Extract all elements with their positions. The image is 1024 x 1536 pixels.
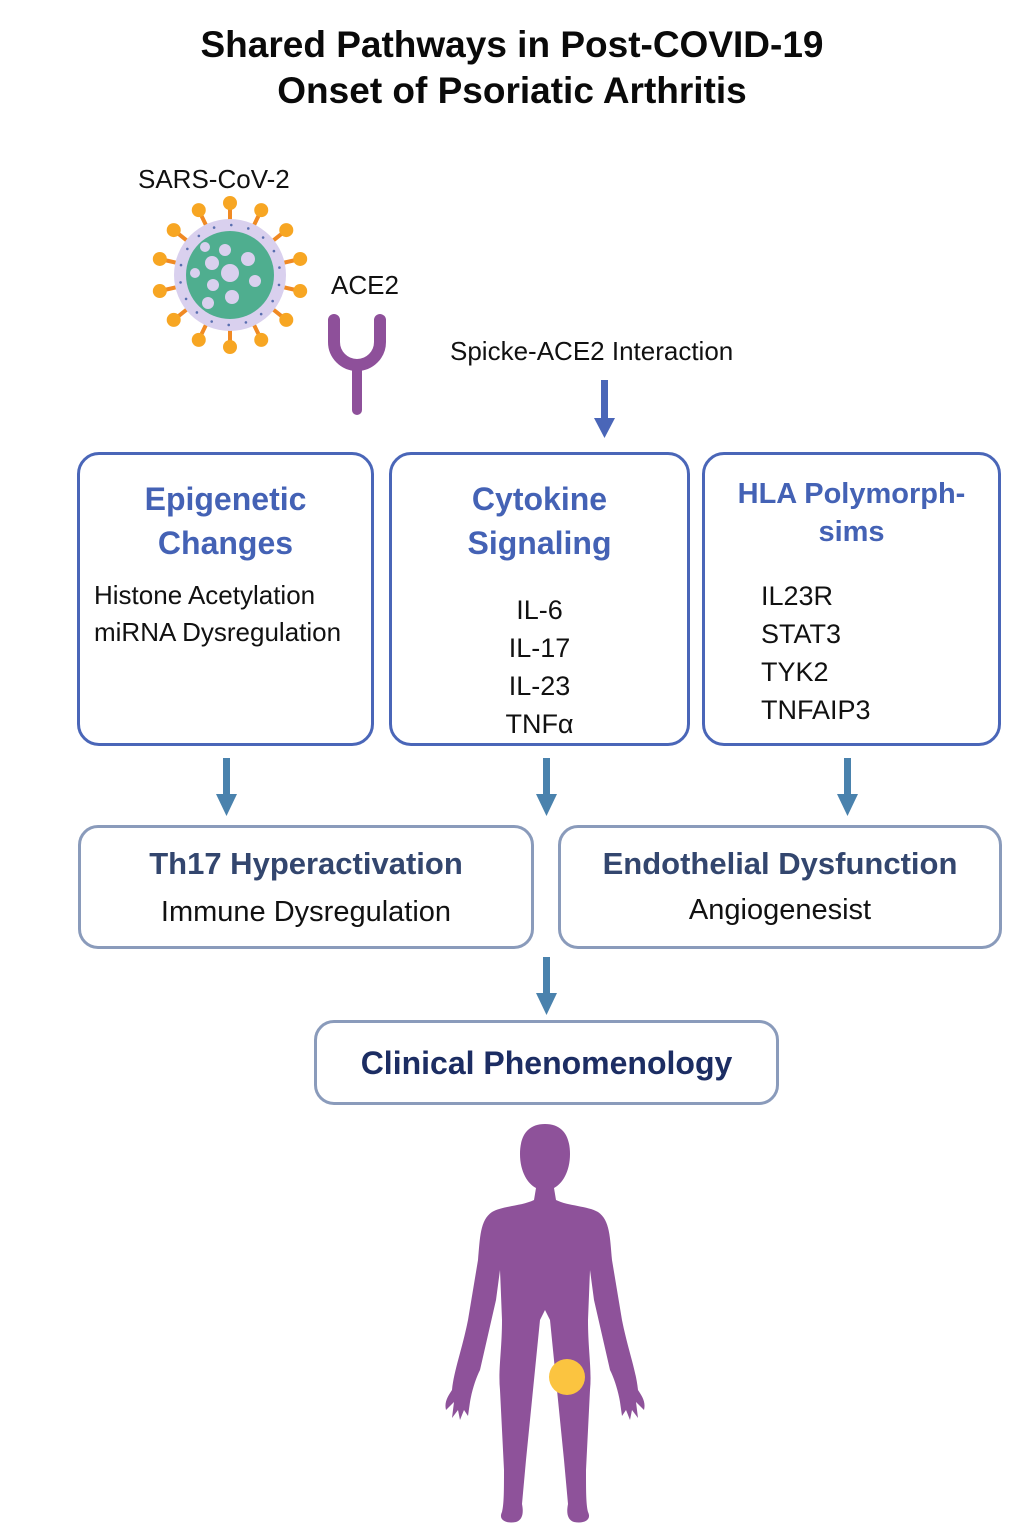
title-line-2: Onset of Psoriatic Arthritis xyxy=(277,70,747,111)
mechanism-box-hla: HLA Polymorph- sims IL23R STAT3 TYK2 TNF… xyxy=(702,452,1001,746)
clinical-phenomenology-box: Clinical Phenomenology xyxy=(314,1020,779,1105)
mechanism-items: IL23R STAT3 TYK2 TNFAIP3 xyxy=(705,577,998,729)
spike-head xyxy=(223,340,237,354)
title-line: Cytokine xyxy=(471,481,608,517)
human-body-icon xyxy=(445,1124,645,1523)
envelope-dot xyxy=(197,234,201,238)
envelope-dot xyxy=(227,323,231,327)
spike-head xyxy=(279,312,294,327)
envelope-dot xyxy=(277,283,281,287)
outcome-title: Th17 Hyperactivation xyxy=(149,846,463,881)
arrow-interaction-to-cytokine xyxy=(594,380,615,438)
mechanism-item: IL-6 xyxy=(516,595,563,625)
mechanism-item: IL23R xyxy=(761,581,834,611)
spike-head xyxy=(293,284,308,299)
arrow-cytokine-down xyxy=(536,758,557,816)
outcome-subtitle: Immune Dysregulation xyxy=(160,896,452,928)
spike-head xyxy=(166,223,181,238)
spike-head xyxy=(279,223,294,238)
spike-head xyxy=(293,251,308,266)
mechanism-item: TNFα xyxy=(505,709,574,739)
title-line: Changes xyxy=(157,525,294,561)
mechanism-item: IL-17 xyxy=(508,633,571,663)
envelope-dot xyxy=(212,226,216,229)
mechanism-item: TNFAIP3 xyxy=(761,695,871,725)
envelope-dot xyxy=(244,321,248,324)
mechanism-box-epigenetic: Epigenetic Changes Histone Acetylation m… xyxy=(77,452,374,746)
mechanism-title: Cytokine Signaling xyxy=(392,477,687,565)
title-line: Epigenetic xyxy=(144,481,307,517)
spike-head xyxy=(166,312,181,327)
mechanism-box-cytokine: Cytokine Signaling IL-6 IL-17 IL-23 TNFα xyxy=(389,452,690,746)
envelope-dot xyxy=(179,281,182,284)
outcome-box-endothelial: Endothelial Dysfunction Angiogenesist xyxy=(558,825,1002,949)
envelope-dot xyxy=(271,299,274,303)
title-line: sims xyxy=(818,516,885,548)
mechanism-title: HLA Polymorph- sims xyxy=(705,475,998,551)
mechanism-item: Histone Acetylation xyxy=(94,580,316,610)
mechanism-title: Epigenetic Changes xyxy=(80,477,371,565)
clinical-title: Clinical Phenomenology xyxy=(360,1045,733,1081)
arrow-to-clinical xyxy=(536,957,557,1015)
mechanism-item: IL-23 xyxy=(508,671,571,701)
envelope-dot xyxy=(246,227,250,230)
envelope-dot xyxy=(272,249,276,253)
outcome-subtitle: Angiogenesist xyxy=(688,894,872,926)
arrow-hla-down xyxy=(837,758,858,816)
sars-cov-2-virus-icon xyxy=(152,196,308,354)
spike-head xyxy=(254,203,269,218)
interaction-label: Spicke-ACE2 Interaction xyxy=(450,336,734,366)
spike-head xyxy=(223,196,237,210)
ace2-receptor-icon xyxy=(328,314,386,415)
mechanism-items: IL-6 IL-17 IL-23 TNFα xyxy=(392,591,687,743)
mechanism-item: miRNA Dysregulation xyxy=(94,617,342,647)
title-line: HLA Polymorph- xyxy=(737,478,966,510)
inflamed-knee-joint-marker xyxy=(549,1359,585,1395)
envelope-dot xyxy=(278,266,281,269)
mechanism-items: Histone Acetylation miRNA Dysregulation xyxy=(80,577,371,651)
virus-label: SARS-CoV-2 xyxy=(138,164,290,194)
outcome-box-th17: Th17 Hyperactivation Immune Dysregulatio… xyxy=(78,825,534,949)
title-line: Signaling xyxy=(467,525,612,561)
diagram-title: Shared Pathways in Post-COVID-19 Onset o… xyxy=(0,22,1024,114)
virus-core-spots xyxy=(190,242,261,309)
outcome-title: Endothelial Dysfunction xyxy=(602,846,958,881)
envelope-dot xyxy=(229,223,233,227)
spike-head xyxy=(152,251,167,266)
envelope-dot xyxy=(261,236,265,239)
spike-head xyxy=(152,284,167,299)
arrow-epigenetic-down xyxy=(216,758,237,816)
envelope-dot xyxy=(195,311,199,314)
envelope-dot xyxy=(184,297,188,301)
receptor-label: ACE2 xyxy=(331,270,399,300)
spike-head xyxy=(191,332,206,347)
mechanism-item: TYK2 xyxy=(761,657,829,687)
envelope-dot xyxy=(210,320,214,323)
mechanism-item: STAT3 xyxy=(761,619,842,649)
spike-head xyxy=(254,332,269,347)
spike-head xyxy=(191,203,206,218)
envelope-dot xyxy=(179,263,183,267)
envelope-dot xyxy=(259,312,263,316)
title-line-1: Shared Pathways in Post-COVID-19 xyxy=(200,24,824,65)
envelope-dot xyxy=(186,247,189,251)
